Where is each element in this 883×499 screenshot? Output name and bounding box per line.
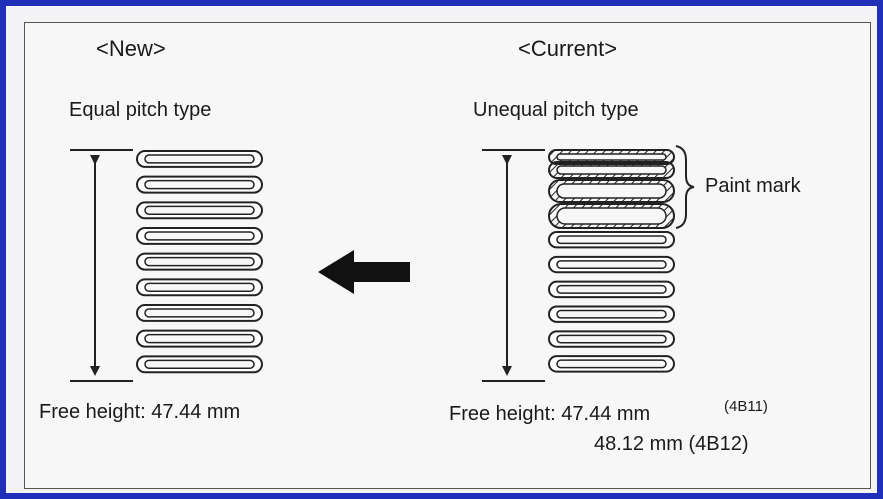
coil-gap (556, 359, 667, 369)
current-free-height: Free height: 47.44 mm (449, 403, 651, 425)
coil-gap (144, 154, 255, 164)
coil-gap (556, 309, 667, 319)
coil-gap (556, 260, 667, 269)
coil-gap (556, 165, 667, 175)
coil-gap (144, 205, 255, 215)
new-free-height: Free height: 47.44 mm (39, 401, 241, 423)
current-heading: <Current> (518, 36, 618, 61)
coil-gap (556, 183, 667, 199)
equal-pitch-spring-icon (136, 150, 263, 374)
coil-gap (144, 308, 255, 318)
unequal-pitch-spring-icon (548, 149, 675, 373)
coil-gap (144, 359, 255, 369)
variant-4b11: (4B11) (724, 398, 768, 415)
coil-gap (144, 231, 255, 241)
equal-pitch-label: Equal pitch type (69, 99, 212, 121)
coil-gap (144, 179, 255, 190)
left-arrow-icon (318, 250, 410, 294)
coil-gap (556, 235, 667, 245)
coil-gap (144, 282, 255, 292)
coil-gap (556, 284, 667, 294)
coil-gap (144, 333, 255, 344)
left-dimension-icon (70, 149, 133, 382)
current-free-height-2: 48.12 mm (4B12) (594, 433, 749, 455)
right-brace-icon (675, 145, 695, 229)
unequal-pitch-label: Unequal pitch type (473, 99, 639, 121)
paint-mark-label: Paint mark (705, 175, 801, 197)
coil-gap (556, 153, 667, 161)
coil-gap (144, 256, 255, 267)
coil-gap (556, 334, 667, 344)
coil-gap (556, 207, 667, 225)
right-dimension-icon (482, 149, 545, 382)
new-heading: <New> (96, 36, 166, 61)
